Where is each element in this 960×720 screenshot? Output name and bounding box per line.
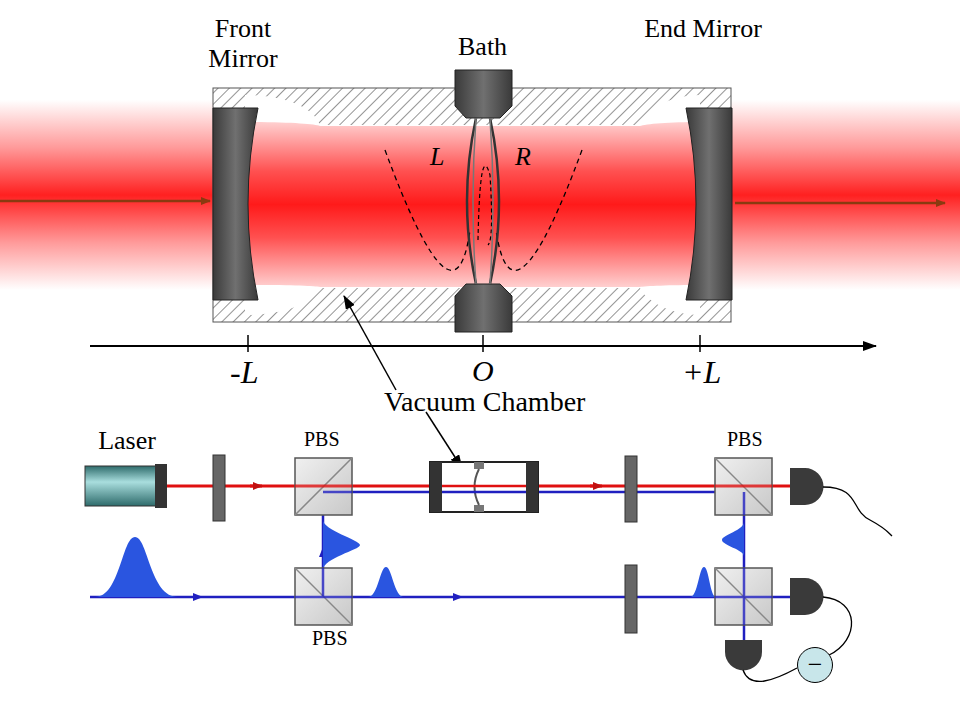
node-text: Laser — [94, 428, 160, 454]
bath-clamp-top — [455, 70, 512, 118]
potential-left — [385, 150, 470, 270]
label: Bath — [458, 32, 507, 62]
label: Vacuum Chamber — [384, 386, 585, 418]
detector — [790, 578, 824, 615]
label: R — [515, 142, 531, 172]
laser-node: Laser — [94, 428, 160, 454]
laser — [85, 466, 157, 506]
membrane — [473, 118, 493, 284]
detector — [725, 640, 762, 671]
output-arrow — [735, 202, 945, 205]
waveplate — [625, 565, 637, 633]
pbs-cube — [295, 458, 772, 625]
label: -L — [230, 354, 258, 391]
pulse — [368, 567, 404, 597]
wire — [823, 597, 852, 655]
pulse — [722, 522, 744, 556]
node-text: − — [808, 652, 823, 678]
axis-tick — [482, 335, 484, 352]
axis-tick — [699, 335, 701, 352]
chamber-icon — [430, 462, 538, 512]
label: L — [430, 142, 444, 172]
waveplate — [213, 455, 225, 521]
label: Front Mirror — [183, 14, 303, 74]
label: PBS — [727, 428, 763, 451]
waveplate — [625, 456, 637, 522]
label: PBS — [312, 627, 348, 650]
label: O — [472, 354, 494, 389]
front-mirror — [213, 108, 258, 300]
label: End Mirror — [643, 14, 763, 44]
blue-beam-arrow — [450, 597, 462, 598]
label: +L — [682, 354, 721, 391]
pulse — [690, 567, 716, 597]
red-beam — [165, 485, 790, 488]
input-arrow — [0, 200, 210, 203]
subtractor-circle: − — [797, 647, 833, 683]
laser-cap — [155, 464, 167, 508]
end-mirror — [686, 108, 732, 300]
pulse — [95, 537, 178, 597]
bath-clamp-bottom — [455, 284, 512, 332]
red-beam-arrow — [590, 485, 602, 488]
leader-line — [344, 296, 396, 390]
potential-right — [496, 150, 582, 270]
label: PBS — [304, 428, 340, 451]
potential-barrier — [478, 166, 492, 245]
leader-line — [426, 412, 462, 468]
detector — [790, 468, 824, 505]
red-beam-arrow — [250, 485, 262, 488]
blue-beam-arrow — [190, 597, 202, 598]
cavity-interior — [245, 95, 700, 315]
axis-tick — [247, 335, 249, 352]
wire — [823, 487, 892, 536]
blue-beam — [90, 596, 790, 599]
laser-beam — [0, 100, 960, 290]
wire — [743, 668, 797, 681]
pulse — [323, 520, 360, 570]
